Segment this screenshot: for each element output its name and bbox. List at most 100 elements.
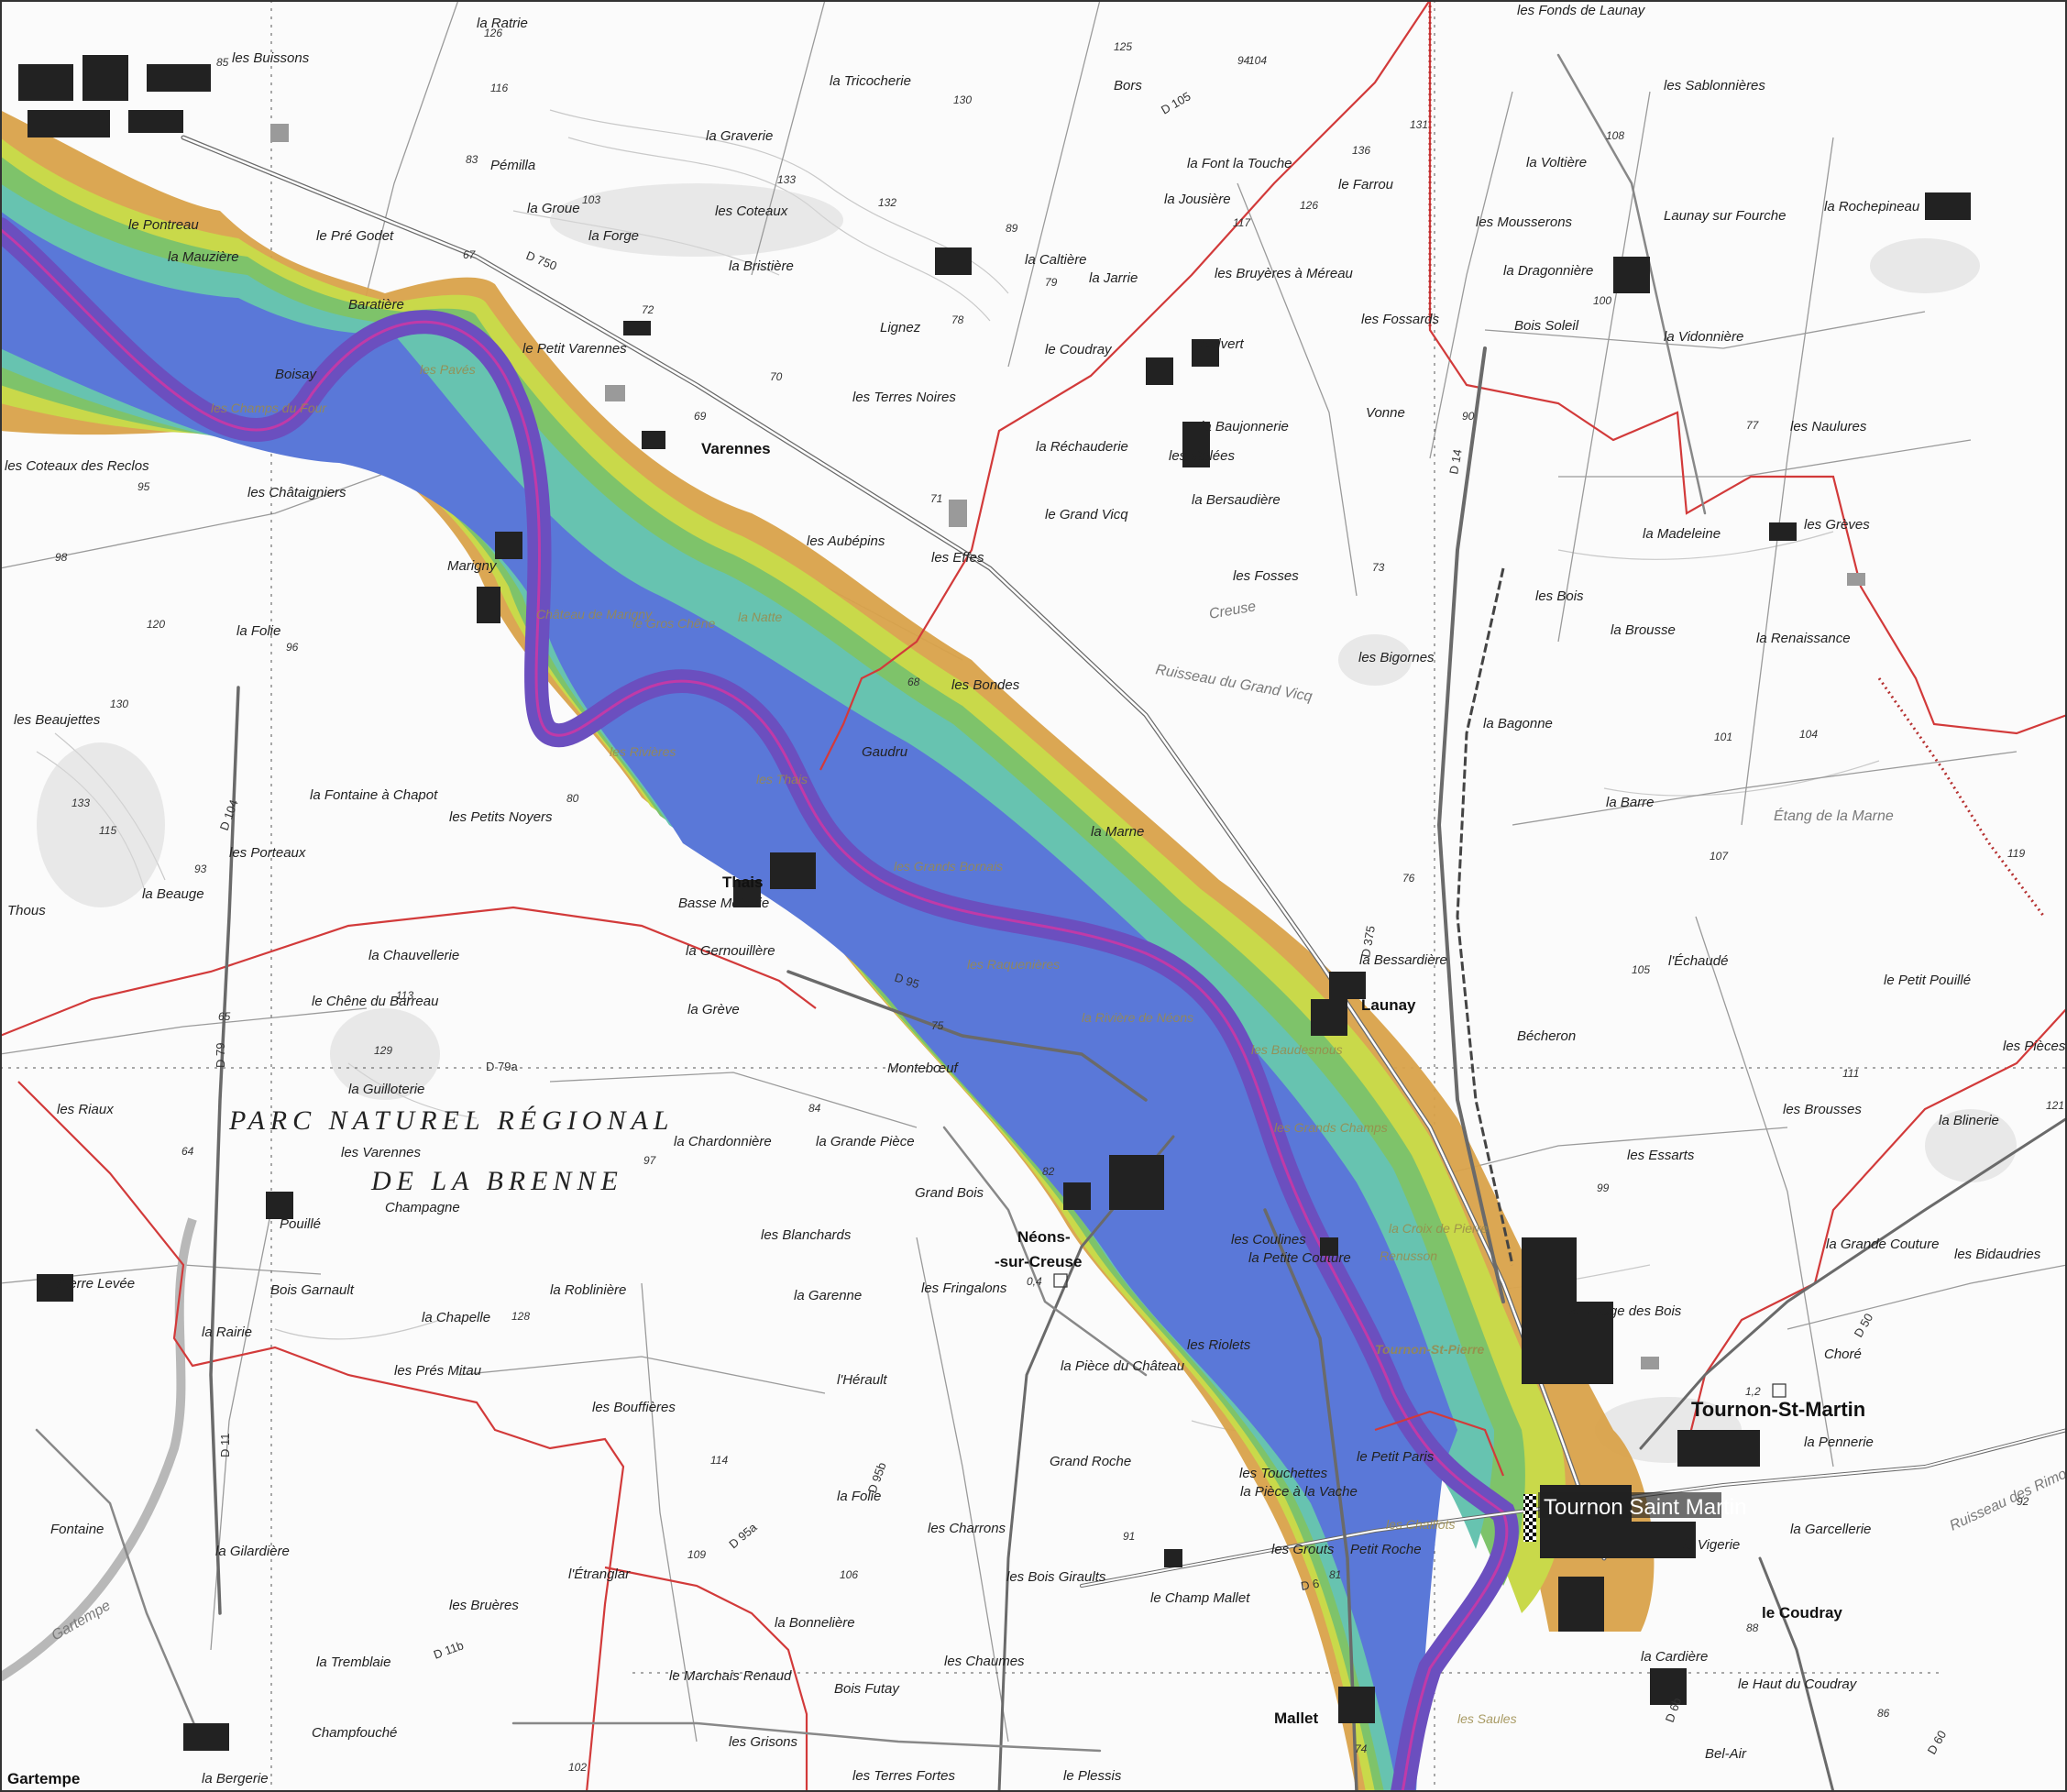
place-label: la Chapelle [422, 1310, 490, 1325]
place-label: la Renaissance [1756, 631, 1851, 646]
place-label: les Buissons [232, 50, 310, 66]
place-label: la Grande Couture [1826, 1237, 1939, 1252]
altitude-label: 82 [1042, 1165, 1055, 1178]
altitude-label: 115 [99, 824, 116, 837]
altitude-label: 83 [466, 153, 478, 166]
place-label: Pouillé [280, 1216, 321, 1232]
altitude-label: 130 [110, 698, 128, 710]
place-label: le Village des Bois [1569, 1303, 1682, 1319]
place-label: les Aubépins [807, 533, 885, 549]
place-label: le Haut du Coudray [1738, 1677, 1858, 1692]
altitude-label: 67 [463, 248, 477, 261]
altitude-label: 98 [55, 551, 68, 564]
place-label: Bel-Air [1705, 1746, 1747, 1762]
place-label: les Sablonnières [1664, 78, 1765, 93]
altitude-label: 80 [566, 792, 579, 805]
altitude-label: 81 [1329, 1568, 1341, 1581]
altitude-label: 78 [951, 313, 964, 326]
town-varennes[interactable]: Varennes [701, 440, 771, 457]
place-label: la Garcellerie [1790, 1522, 1871, 1537]
town-thais[interactable]: Thais [722, 874, 763, 891]
place-label: la Petite Couture [1248, 1250, 1351, 1266]
altitude-label: 86 [1877, 1707, 1890, 1720]
place-label: la Bristière [729, 258, 794, 274]
altitude-label: 104 [1799, 728, 1818, 741]
altitude-label: 88 [1746, 1622, 1759, 1634]
place-label: les Riolets [1187, 1337, 1251, 1353]
place-label: le Coudray [1045, 342, 1113, 357]
altitude-label: 102 [568, 1761, 587, 1774]
place-label: la Rochepineau [1824, 199, 1920, 214]
altitude-label: 126 [1300, 199, 1318, 212]
town-neons-line-2[interactable]: -sur-Creuse [995, 1253, 1082, 1270]
altitude-label: 94 [1237, 54, 1250, 67]
road-label: D 14 [1446, 448, 1465, 476]
zone-label: Tournon-St-Pierre [1375, 1342, 1484, 1357]
town-launay[interactable]: Launay [1361, 996, 1416, 1014]
place-label: la Bonnelière [775, 1615, 855, 1631]
altitude-label: 105 [1632, 963, 1650, 976]
place-label: Launay sur Fourche [1664, 208, 1786, 224]
place-label: les Beaujettes [14, 712, 101, 728]
zone-label: les Baudesnous [1251, 1042, 1343, 1057]
altitude-label: 69 [694, 410, 707, 423]
altitude-label: 117 [1233, 216, 1251, 229]
place-label: la Gilardière [215, 1544, 290, 1559]
place-label: Boisay [275, 367, 318, 382]
grey-buildings [270, 124, 1865, 1369]
place-label: la Caltière [1025, 252, 1087, 268]
road-label: D 79 [214, 1043, 227, 1068]
railway [1456, 567, 1514, 1266]
place-label: les Coteaux [715, 203, 788, 219]
index-markers: 0,4 1,2 [1027, 1273, 1787, 1398]
place-label: Champagne [385, 1200, 460, 1215]
place-label: les Terres Fortes [852, 1768, 955, 1784]
town-mallet[interactable]: Mallet [1274, 1710, 1319, 1727]
town-le-coudray[interactable]: le Coudray [1762, 1604, 1842, 1622]
altitude-label: 128 [511, 1310, 530, 1323]
place-label: Lignez [880, 320, 921, 335]
altitude-label: 64 [181, 1145, 194, 1158]
place-label: Baratière [348, 297, 404, 313]
town-gartempe[interactable]: Gartempe [7, 1770, 80, 1787]
altitude-label: 84 [808, 1102, 821, 1115]
zone-label: la Croix de Pierre [1389, 1221, 1488, 1236]
place-label: Champfouché [312, 1725, 397, 1741]
place-label: la Bersaudière [1192, 492, 1281, 508]
place-label: les Pièces de Bécheron [2003, 1039, 2067, 1054]
place-label: la Roblinière [550, 1282, 626, 1298]
place-label: les Prés Mitau [394, 1363, 482, 1379]
road-label: D 6 [1300, 1577, 1321, 1593]
altitude-label: 129 [374, 1044, 392, 1057]
place-label: les Naulures [1790, 419, 1867, 434]
place-label: la Vidonnière [1664, 329, 1743, 345]
altitude-label: 99 [1597, 1182, 1610, 1194]
altitude-label: 65 [218, 1010, 231, 1023]
altitude-label: 72 [642, 303, 654, 316]
place-label: les Touchettes [1239, 1466, 1328, 1481]
road-label: D 79a [486, 1060, 518, 1073]
town-neons-line-1[interactable]: Néons- [1017, 1228, 1071, 1246]
place-label: les Fringalons [921, 1281, 1007, 1296]
altitude-label: 131 [1410, 118, 1428, 131]
place-label: les Brousses [1783, 1102, 1862, 1117]
place-label: la Barre [1606, 795, 1655, 810]
place-label: le Pré Godet [316, 228, 394, 244]
place-label: les Varennes [341, 1145, 421, 1160]
altitude-label: 126 [484, 27, 502, 39]
place-label: Grand Roche [1050, 1454, 1131, 1469]
zone-label: les Champs du Four [211, 401, 327, 415]
altitude-label: 92 [2017, 1495, 2029, 1508]
zone-label: Château de Marigny [536, 607, 653, 621]
town-marker-label[interactable]: Tournon Saint Martin [1538, 1492, 1746, 1520]
town-tournon-st-martin[interactable]: Tournon-St-Martin [1691, 1398, 1865, 1421]
index-marker: 1,2 [1745, 1385, 1761, 1398]
altitude-label: 116 [490, 82, 508, 94]
place-label: les Riaux [57, 1102, 114, 1117]
altitude-label: 121 [2046, 1099, 2064, 1112]
place-label: la Grande Pièce [816, 1134, 915, 1149]
zone-label: les Rivières [610, 744, 676, 759]
place-label: la Chauvellerie [368, 948, 459, 963]
